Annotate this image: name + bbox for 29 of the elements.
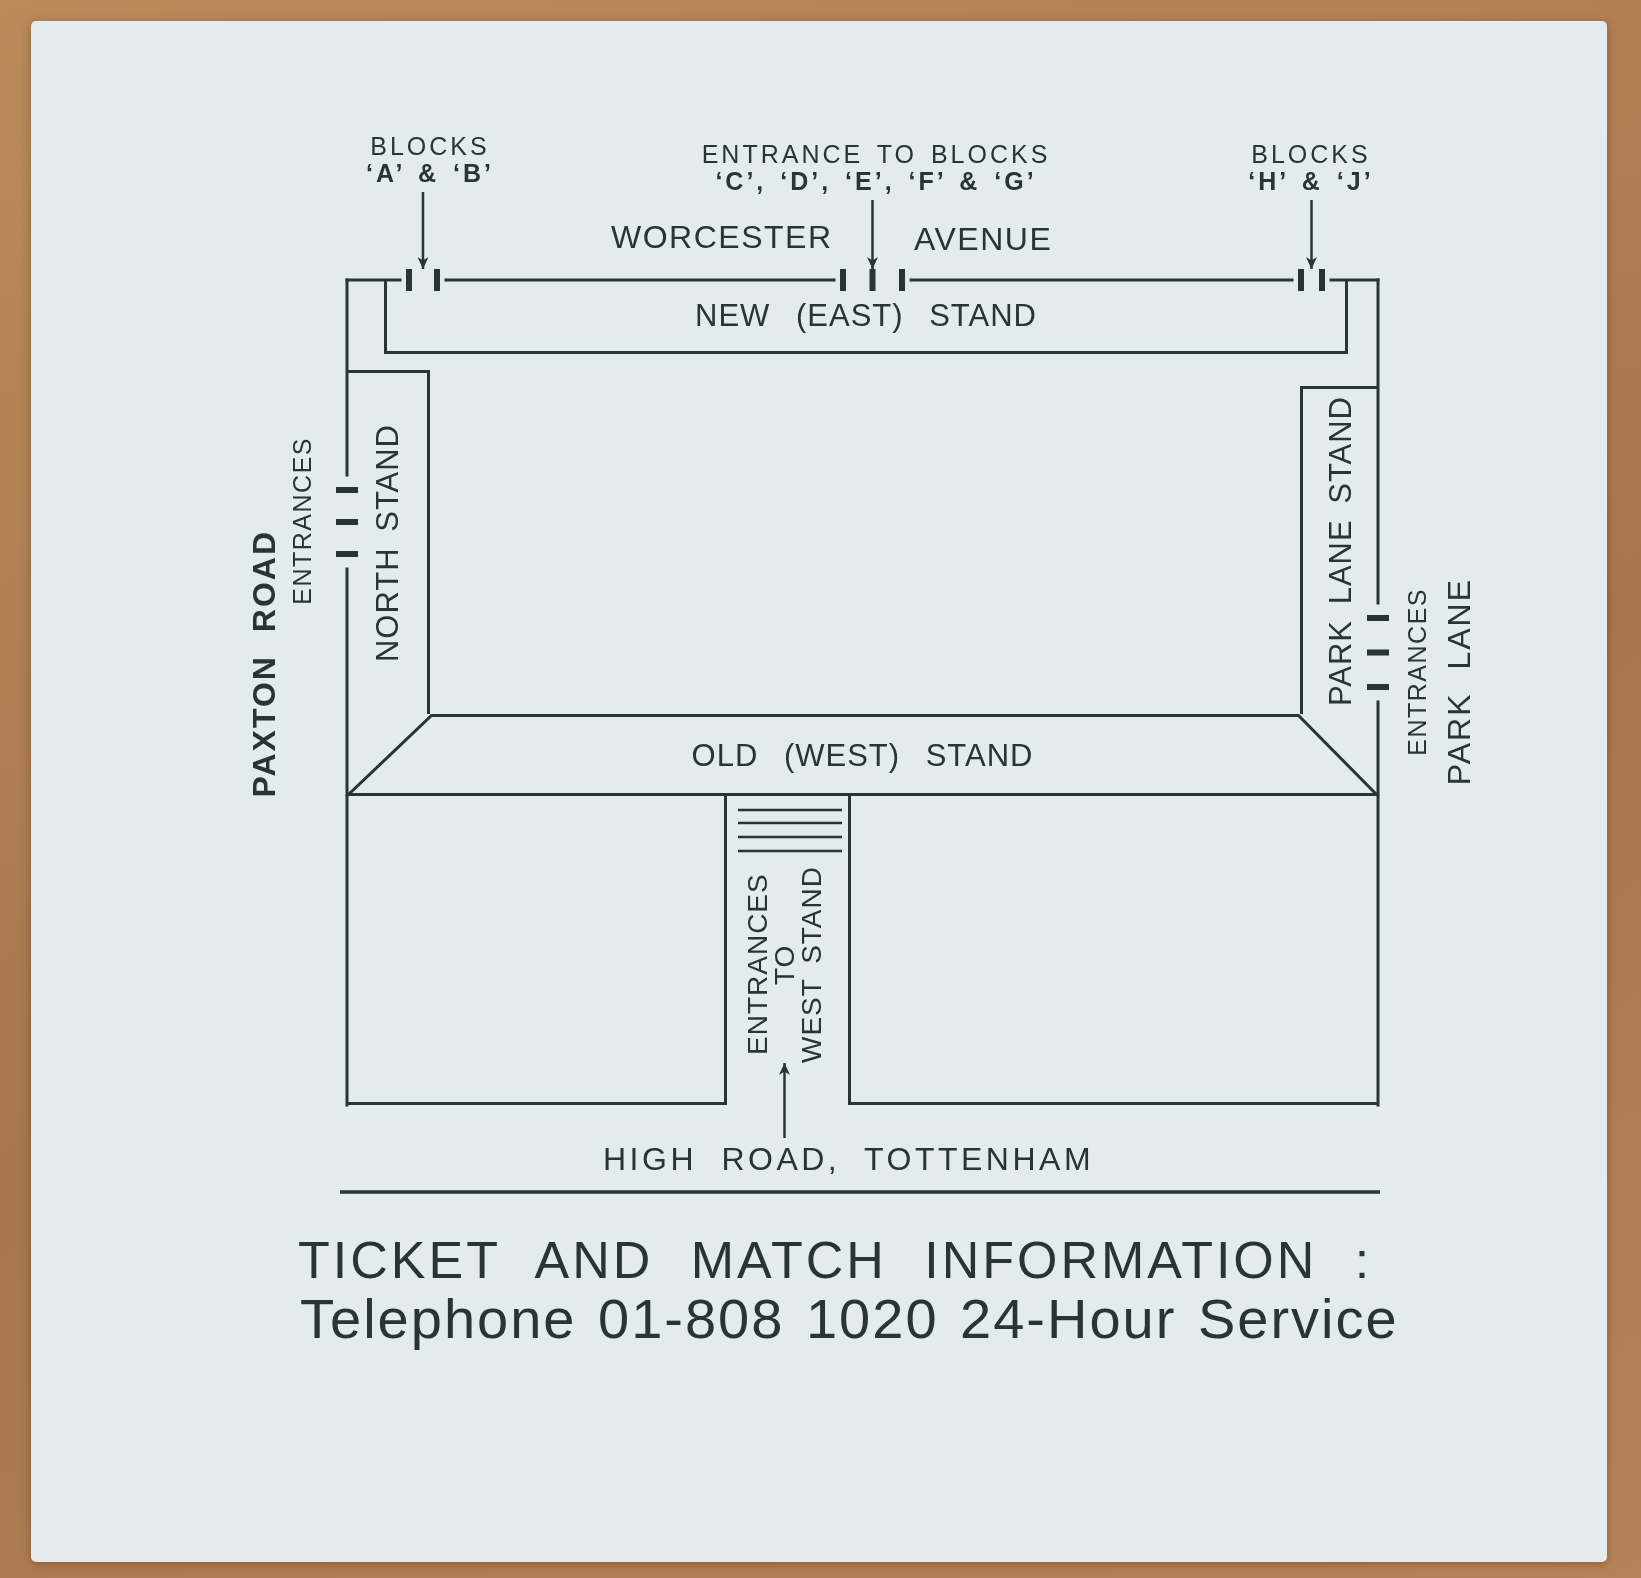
callout-label: ENTRANCE TO BLOCKS ‘C’, ‘D’, ‘E’, ‘F’ & ‘G’ [666,141,1086,195]
stand-area [347,714,1378,796]
gate-icon [1298,269,1325,291]
entrance-label: ENTRANCES TO WEST STAND [744,866,825,1063]
info-heading: TICKET AND MATCH INFORMATION : [298,1234,1373,1286]
stand-area [384,280,1348,354]
street-name: HIGH ROAD, TOTTENHAM [603,1143,1095,1175]
gate-icon [406,269,440,291]
stand-label: PARK LANE STAND [1325,396,1356,707]
entrance-label: ENTRANCES [1405,588,1430,756]
area-outline [848,796,1378,1105]
street-name: AVENUE [914,223,1053,255]
stand-label: NEW (EAST) STAND [695,300,1037,331]
arrow [779,1063,790,1138]
street-name: PAXTON ROAD [248,530,280,798]
entrance-label: ENTRANCES [290,437,315,605]
gate-icon [840,269,905,291]
callout-label: BLOCKS ‘A’ & ‘B’ [355,133,505,187]
gate-icon [1367,615,1389,690]
arrow [867,200,878,269]
street-name: WORCESTER [611,221,833,253]
street-name: PARK LANE [1443,578,1475,786]
arrow [1306,200,1317,269]
gate-icon [336,487,358,557]
arrow [417,192,429,269]
area-outline [347,796,727,1105]
stand-label: NORTH STAND [371,424,403,663]
callout-label: BLOCKS ‘H’ & ‘J’ [1236,141,1386,195]
stand-label: OLD (WEST) STAND [691,739,1034,771]
